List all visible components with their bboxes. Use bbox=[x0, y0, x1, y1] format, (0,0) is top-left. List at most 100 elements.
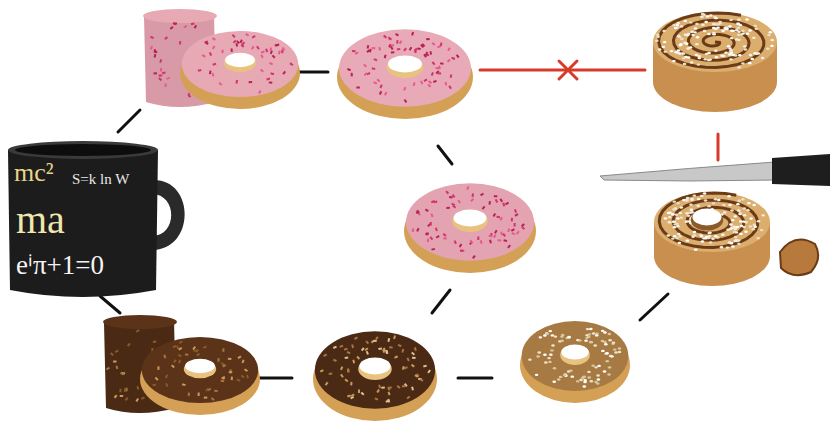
topping bbox=[685, 220, 689, 222]
sprinkle bbox=[395, 33, 399, 37]
topping bbox=[604, 352, 608, 354]
topping bbox=[734, 239, 738, 241]
topping bbox=[583, 385, 587, 387]
sprinkle bbox=[460, 250, 464, 252]
sprinkle bbox=[179, 340, 183, 344]
sprinkle bbox=[345, 357, 349, 359]
topping bbox=[741, 30, 745, 32]
sprinkle bbox=[507, 245, 511, 249]
sprinkle bbox=[404, 99, 408, 103]
donut-hole-wall bbox=[452, 210, 488, 232]
topping bbox=[679, 206, 683, 208]
morph-line bbox=[118, 110, 140, 132]
sprinkle bbox=[505, 202, 509, 205]
bun-top bbox=[653, 12, 777, 72]
sprinkle bbox=[194, 25, 198, 29]
sprinkle bbox=[388, 386, 392, 388]
sprinkle bbox=[242, 359, 245, 363]
topping bbox=[608, 366, 612, 368]
sprinkle bbox=[511, 232, 515, 235]
sprinkle bbox=[499, 198, 503, 202]
sprinkle bbox=[212, 45, 216, 49]
sprinkle bbox=[420, 378, 424, 382]
sprinkle bbox=[414, 48, 418, 52]
sprinkle bbox=[162, 72, 166, 75]
topping bbox=[749, 54, 753, 56]
sprinkle bbox=[232, 34, 236, 38]
sprinkle bbox=[384, 54, 387, 58]
sprinkle bbox=[289, 62, 293, 66]
topping bbox=[720, 246, 724, 248]
sprinkle bbox=[113, 361, 117, 363]
sprinkle bbox=[500, 217, 503, 221]
topping bbox=[725, 26, 729, 28]
topping bbox=[671, 213, 675, 215]
knife bbox=[600, 154, 830, 186]
sprinkle bbox=[329, 373, 333, 375]
sprinkle bbox=[115, 365, 118, 369]
sprinkle bbox=[447, 47, 451, 51]
cut-cinnamon-bun bbox=[654, 192, 818, 286]
sprinkle bbox=[451, 57, 455, 60]
sprinkle bbox=[425, 52, 428, 56]
topping bbox=[681, 52, 685, 54]
topping bbox=[668, 211, 672, 213]
sprinkle bbox=[477, 237, 479, 241]
sprinkle bbox=[351, 344, 354, 348]
sprinkle bbox=[420, 43, 424, 47]
topping bbox=[729, 223, 733, 225]
topping bbox=[672, 208, 676, 210]
sprinkle bbox=[372, 67, 376, 70]
topping bbox=[742, 207, 746, 209]
topping bbox=[749, 225, 753, 227]
topping bbox=[587, 376, 591, 378]
topping bbox=[610, 355, 614, 357]
topping bbox=[605, 352, 609, 354]
topping bbox=[591, 364, 595, 366]
topping bbox=[590, 380, 594, 382]
sprinkle bbox=[450, 74, 453, 78]
topping bbox=[704, 58, 708, 60]
sprinkle bbox=[282, 47, 285, 51]
sprinkle bbox=[457, 200, 461, 204]
sprinkle bbox=[428, 80, 432, 84]
sprinkle bbox=[425, 232, 429, 235]
sprinkle bbox=[212, 37, 216, 40]
sprinkle bbox=[424, 79, 428, 82]
topping bbox=[739, 220, 743, 222]
topping bbox=[677, 233, 681, 235]
bun-cut-hole-opening bbox=[693, 209, 722, 226]
sprinkle bbox=[152, 384, 156, 386]
topping bbox=[680, 38, 684, 40]
topping bbox=[544, 361, 548, 363]
sprinkle bbox=[212, 73, 215, 77]
sprinkle bbox=[412, 228, 415, 232]
topping bbox=[593, 344, 597, 346]
topping bbox=[724, 52, 728, 54]
sprinkle bbox=[390, 44, 394, 46]
mug-print: mc² bbox=[14, 160, 54, 186]
sprinkle bbox=[394, 355, 398, 358]
donut-glaze bbox=[182, 31, 298, 97]
topping bbox=[697, 57, 701, 59]
mug-print: S=k ln W bbox=[72, 172, 129, 187]
sprinkle bbox=[406, 396, 410, 400]
donut-hole-wall bbox=[224, 54, 256, 73]
topping bbox=[673, 235, 677, 237]
topping bbox=[618, 351, 622, 353]
topping bbox=[726, 246, 730, 248]
topping bbox=[596, 374, 600, 376]
topping bbox=[737, 243, 741, 245]
sprinkle bbox=[378, 385, 381, 389]
topping bbox=[579, 379, 583, 381]
sprinkle bbox=[120, 372, 124, 376]
topping bbox=[761, 57, 765, 59]
topping bbox=[547, 357, 551, 359]
sprinkle bbox=[375, 336, 379, 340]
mug-body bbox=[8, 150, 158, 297]
sprinkle bbox=[390, 46, 394, 50]
sprinkle bbox=[413, 82, 416, 86]
topping bbox=[674, 27, 678, 29]
topping bbox=[708, 58, 712, 60]
sprinkle bbox=[427, 84, 431, 88]
